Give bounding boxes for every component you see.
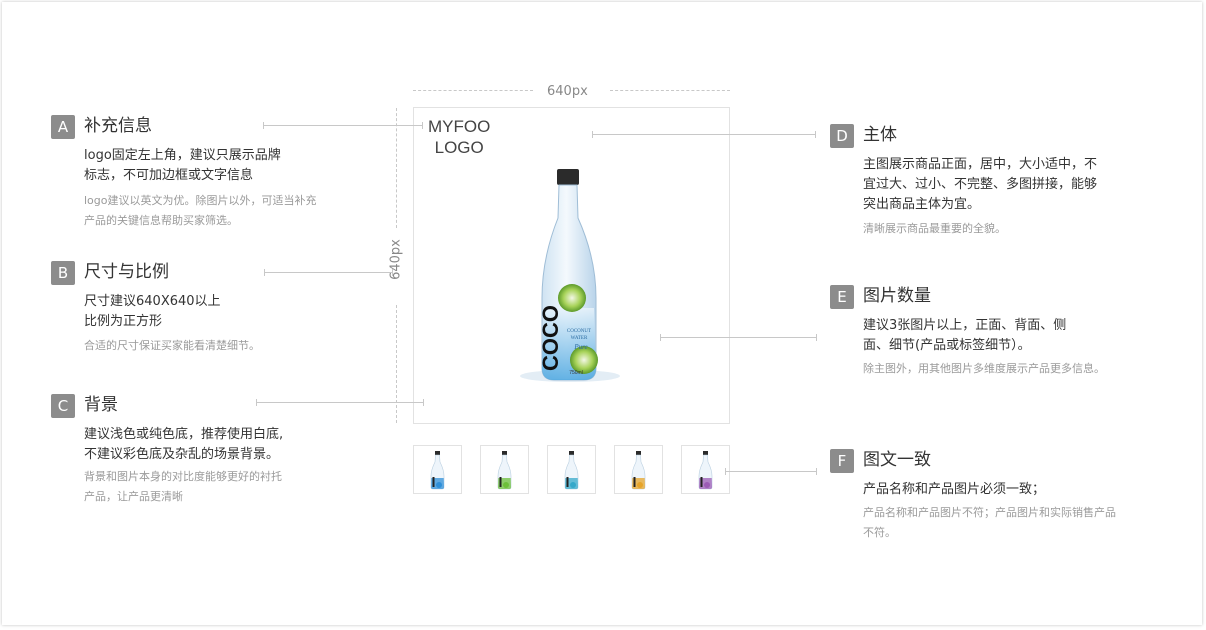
- note-line: 清晰展示商品最重要的全貌。: [863, 222, 1006, 235]
- section-note: 背景和图片本身的对比度能够更好的衬托 产品，让产品更清晰: [84, 467, 364, 507]
- bottle-label-line-1: COCONUT: [567, 329, 591, 334]
- section-badge: B: [51, 261, 75, 285]
- thumbnail-4[interactable]: [614, 445, 663, 494]
- section-title: 背景: [84, 395, 118, 415]
- bottle-label-line-2: WATER: [571, 336, 588, 341]
- main-product-image: MYFOO LOGO COCO COCONUT: [413, 107, 730, 424]
- connector-A: [263, 122, 423, 129]
- note-line: 产品的关键信息帮助买家筛选。: [84, 214, 238, 227]
- thumbnail-bottle-icon: [430, 451, 445, 490]
- thumbnail-bottle-icon: [698, 451, 713, 490]
- logo-placeholder: MYFOO LOGO: [428, 116, 490, 158]
- section-note: 产品名称和产品图片不符；产品图片和实际销售产品 不符。: [863, 503, 1163, 543]
- note-line: 产品，让产品更清晰: [84, 490, 183, 503]
- description-line: 产品名称和产品图片必须一致；: [863, 482, 1046, 497]
- section-note: logo建议以英文为优。除图片以外，可适当补充 产品的关键信息帮助买家筛选。: [84, 191, 364, 231]
- width-dimension-line-left: [413, 90, 533, 91]
- height-dimension-label: 640px: [388, 239, 404, 280]
- description-line: logo固定左上角，建议只展示品牌: [84, 148, 281, 163]
- bottle-brand-text: COCO: [538, 305, 563, 371]
- description-line: 突出商品主体为宜。: [863, 197, 981, 212]
- section-description: 产品名称和产品图片必须一致；: [863, 480, 1143, 500]
- section-note: 合适的尺寸保证买家能看清楚细节。: [84, 336, 364, 356]
- thumbnail-2[interactable]: [480, 445, 529, 494]
- height-dimension-line-bottom: [396, 305, 397, 423]
- thumbnail-1[interactable]: [413, 445, 462, 494]
- description-line: 不建议彩色底及杂乱的场景背景。: [84, 447, 280, 462]
- connector-F: [725, 468, 817, 475]
- section-description: 尺寸建议640X640以上 比例为正方形: [84, 292, 344, 332]
- section-note: 清晰展示商品最重要的全貌。: [863, 219, 1143, 239]
- section-description: logo固定左上角，建议只展示品牌 标志，不可加边框或文字信息: [84, 146, 344, 186]
- description-line: 建议浅色或纯色底，推荐使用白底,: [84, 427, 284, 442]
- note-line: 合适的尺寸保证买家能看清楚细节。: [84, 339, 260, 352]
- thumbnail-bottle-icon: [564, 451, 579, 490]
- connector-E: [660, 334, 817, 341]
- thumbnail-3[interactable]: [547, 445, 596, 494]
- description-line: 标志，不可加边框或文字信息: [84, 168, 254, 183]
- bottle-label-script: Pure: [573, 343, 587, 351]
- section-description: 建议浅色或纯色底，推荐使用白底, 不建议彩色底及杂乱的场景背景。: [84, 425, 364, 465]
- section-note: 除主图外，用其他图片多维度展示产品更多信息。: [863, 359, 1163, 379]
- description-line: 建议3张图片以上，正面、背面、侧: [863, 318, 1067, 333]
- section-badge: C: [51, 394, 75, 418]
- thumbnail-bottle-icon: [631, 451, 646, 490]
- height-dimension-line-top: [396, 108, 397, 228]
- note-line: logo建议以英文为优。除图片以外，可适当补充: [84, 194, 317, 207]
- note-line: 产品名称和产品图片不符；产品图片和实际销售产品: [863, 506, 1116, 519]
- section-badge: D: [830, 124, 854, 148]
- description-line: 尺寸建议640X640以上: [84, 294, 221, 309]
- section-title: 尺寸与比例: [84, 262, 169, 282]
- bottle-illustration: COCO COCONUT WATER Pure 750ml: [520, 169, 620, 382]
- connector-B: [264, 269, 393, 276]
- note-line: 除主图外，用其他图片多维度展示产品更多信息。: [863, 362, 1105, 375]
- connector-C: [256, 399, 424, 406]
- description-line: 主图展示商品正面，居中，大小适中，不: [863, 157, 1098, 172]
- section-badge: F: [830, 449, 854, 473]
- section-description: 主图展示商品正面，居中，大小适中，不 宜过大、过小、不完整、多图拼接，能够 突出…: [863, 155, 1143, 215]
- note-line: 不符。: [863, 526, 896, 539]
- logo-line-2: LOGO: [434, 138, 484, 157]
- section-description: 建议3张图片以上，正面、背面、侧 面、细节(产品或标签细节）。: [863, 316, 1143, 356]
- section-title: 图片数量: [863, 286, 931, 306]
- note-line: 背景和图片本身的对比度能够更好的衬托: [84, 470, 282, 483]
- section-title: 图文一致: [863, 450, 931, 470]
- section-title: 主体: [863, 125, 897, 145]
- section-badge: E: [830, 285, 854, 309]
- description-line: 比例为正方形: [84, 314, 163, 329]
- width-dimension-line-right: [610, 90, 730, 91]
- description-line: 宜过大、过小、不完整、多图拼接，能够: [863, 177, 1098, 192]
- section-badge: A: [51, 115, 75, 139]
- thumbnail-5[interactable]: [681, 445, 730, 494]
- thumbnail-bottle-icon: [497, 451, 512, 490]
- width-dimension-label: 640px: [547, 84, 588, 99]
- section-title: 补充信息: [84, 116, 152, 136]
- logo-line-1: MYFOO: [428, 117, 491, 136]
- description-line: 面、细节(产品或标签细节）。: [863, 338, 1031, 353]
- connector-D: [592, 131, 816, 138]
- bottle-volume-text: 750ml: [569, 370, 583, 376]
